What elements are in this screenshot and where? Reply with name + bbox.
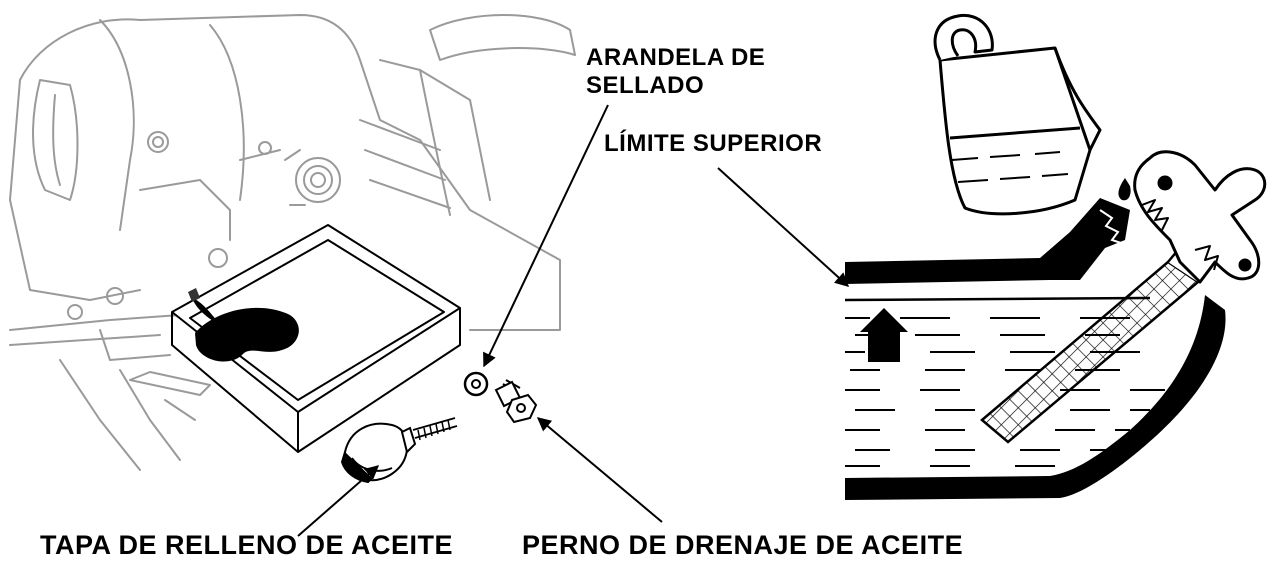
upper-limit-label: LÍMITE SUPERIOR bbox=[604, 130, 823, 157]
oil-filler-cap-label: TAPA DE RELLENO DE ACEITE bbox=[40, 530, 454, 560]
drain-pan bbox=[171, 224, 461, 453]
sealing-washer-label-line1: ARANDELA DE bbox=[586, 44, 766, 71]
level-up-arrow bbox=[860, 308, 908, 362]
washer-leader-arrow bbox=[483, 104, 609, 368]
engine-illustration bbox=[9, 14, 576, 471]
oil-drain-bolt-label: PERNO DE DRENAJE DE ACEITE bbox=[522, 530, 964, 560]
oil-level-lines bbox=[844, 296, 1165, 467]
oil-jug bbox=[933, 13, 1102, 216]
upper-limit-leader-arrow bbox=[717, 167, 850, 287]
oil-drip bbox=[1118, 178, 1131, 201]
filler-cap-leader-arrow bbox=[297, 465, 380, 537]
drain-bolt bbox=[494, 379, 538, 424]
sealing-washer-label-line2: SELLADO bbox=[586, 72, 705, 99]
leader-arrows bbox=[297, 104, 850, 537]
sealing-washer bbox=[463, 371, 489, 397]
oil-filler-cap bbox=[340, 417, 458, 484]
crankcase bbox=[845, 198, 1226, 500]
dipstick-cap bbox=[1133, 150, 1267, 284]
draining-oil bbox=[188, 288, 299, 362]
drain-bolt-leader-arrow bbox=[536, 417, 663, 523]
